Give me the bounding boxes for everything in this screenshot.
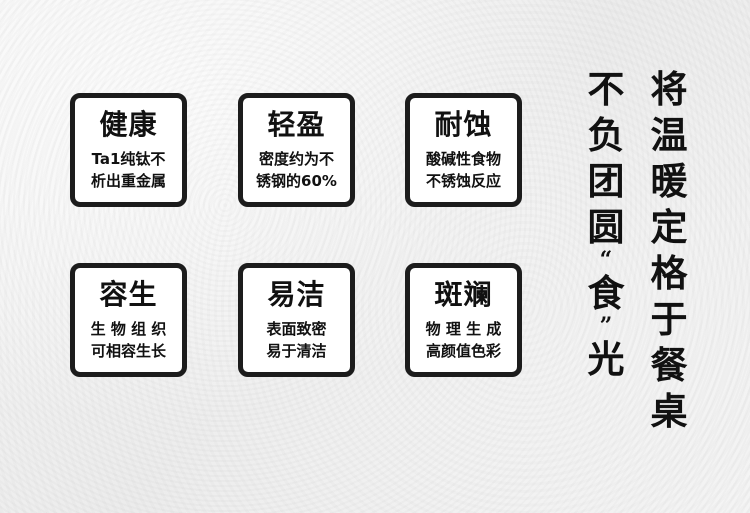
card-desc-line2: 高颜值色彩 — [425, 342, 501, 360]
card-title: 斑斓 — [434, 278, 493, 311]
feature-card-health: 健康 Ta1纯钛不 析出重金属 — [70, 93, 187, 207]
card-desc-line2: 可相容生长 — [90, 342, 166, 360]
feature-card-easy-clean: 易洁 表面致密 易于清洁 — [238, 263, 355, 377]
card-desc-line1: 物 理 生 成 — [425, 320, 502, 338]
slogan-char: 负 — [587, 113, 625, 157]
card-desc-line1: Ta1纯钛不 — [91, 150, 166, 168]
feature-card-colorful: 斑斓 物 理 生 成 高颜值色彩 — [405, 263, 522, 377]
slogan-char: 光 — [587, 337, 625, 381]
slogan-char: 桌 — [650, 389, 688, 433]
slogan-char: 团 — [587, 159, 625, 203]
slogan-char: 将 — [650, 67, 688, 111]
card-desc-line2: 析出重金属 — [90, 172, 166, 190]
feature-card-lightweight: 轻盈 密度约为不 锈钢的60% — [238, 93, 355, 207]
slogan-quote-open: “ — [599, 247, 613, 273]
card-desc-line2: 不锈蚀反应 — [425, 172, 501, 190]
card-title: 轻盈 — [267, 108, 326, 141]
slogan-char: 于 — [650, 297, 688, 341]
card-desc-line1: 表面致密 — [266, 320, 327, 338]
slogan-char: 圆 — [587, 205, 625, 249]
slogan-column-right: 将 温 暖 定 格 于 餐 桌 — [646, 66, 692, 434]
card-desc-line2: 易于清洁 — [266, 342, 327, 360]
card-title: 耐蚀 — [434, 108, 493, 141]
feature-card-corrosion-resistant: 耐蚀 酸碱性食物 不锈蚀反应 — [405, 93, 522, 207]
slogan-char: 不 — [587, 67, 625, 111]
card-title: 容生 — [99, 278, 158, 311]
slogan-char: 定 — [650, 205, 688, 249]
slogan-quote-close: ” — [599, 313, 613, 339]
card-desc-line1: 生 物 组 织 — [90, 320, 167, 338]
slogan-char: 餐 — [650, 343, 688, 387]
slogan-char: 温 — [650, 113, 688, 157]
slogan-char: 格 — [650, 251, 688, 295]
slogan-char: 暖 — [650, 159, 688, 203]
card-desc-line1: 酸碱性食物 — [425, 150, 501, 168]
card-desc-line1: 密度约为不 — [258, 150, 334, 168]
card-title: 健康 — [99, 108, 158, 141]
feature-card-biocompatible: 容生 生 物 组 织 可相容生长 — [70, 263, 187, 377]
card-desc-line2: 锈钢的60% — [256, 172, 337, 190]
slogan-column-left: 不 负 团 圆 “ 食 ” 光 — [583, 66, 629, 382]
card-title: 易洁 — [267, 278, 326, 311]
slogan-char: 食 — [587, 271, 625, 315]
